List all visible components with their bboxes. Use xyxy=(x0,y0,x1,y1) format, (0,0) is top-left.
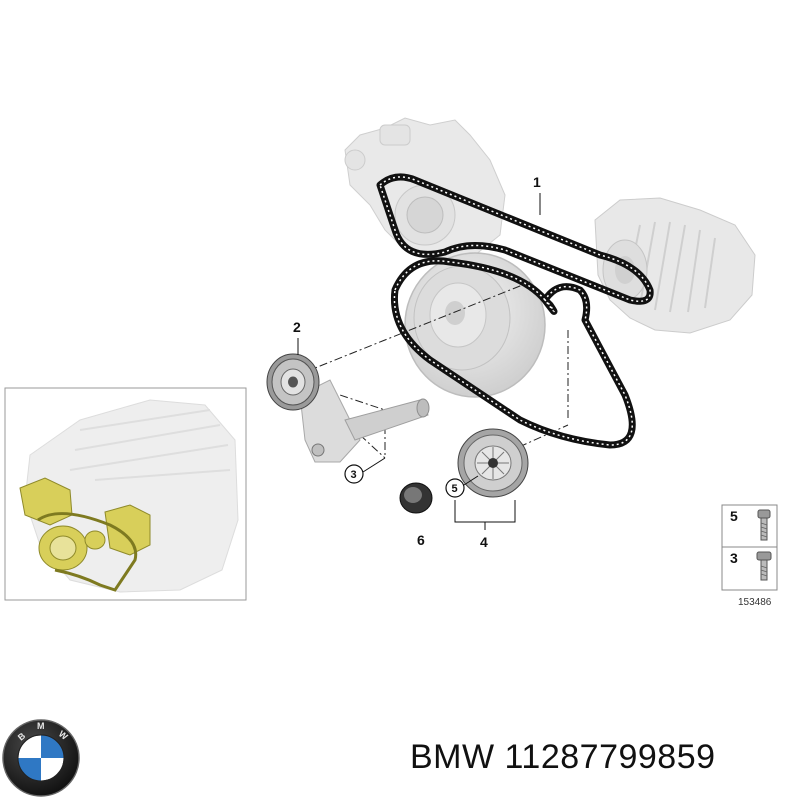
legend-row-5: 5 xyxy=(730,508,738,524)
idler-pulley xyxy=(457,428,529,498)
alternator xyxy=(594,197,756,334)
protective-cap xyxy=(399,482,433,514)
svg-text:5: 5 xyxy=(452,483,458,495)
svg-text:2: 2 xyxy=(293,319,301,335)
callout-3: 3 xyxy=(344,457,386,484)
bolt-legend: 5 3 153486 xyxy=(721,504,778,608)
svg-text:B: B xyxy=(16,730,28,742)
diagram-reference-number: 153486 xyxy=(738,597,772,608)
belt-tensioner xyxy=(266,353,430,463)
callout-5: 5 xyxy=(445,475,479,498)
part-number: 11287799859 xyxy=(504,738,716,776)
bmw-roundel-logo: B M W xyxy=(2,719,80,797)
brand-name: BMW xyxy=(410,738,495,776)
callout-2: 2 xyxy=(293,319,301,355)
svg-text:1: 1 xyxy=(533,174,541,190)
bolt-5-icon xyxy=(757,509,771,541)
assembly-lines xyxy=(289,281,569,461)
bolt-3-icon xyxy=(756,551,772,581)
svg-text:6: 6 xyxy=(417,532,425,548)
drive-belt-outer xyxy=(376,173,654,305)
engine-overview-inset xyxy=(4,387,247,601)
svg-text:3: 3 xyxy=(351,469,357,481)
svg-text:4: 4 xyxy=(480,534,488,550)
power-steering-pump xyxy=(344,117,506,259)
part-title: BMW 11287799859 xyxy=(410,738,790,788)
legend-row-3: 3 xyxy=(730,550,738,566)
callout-6: 6 xyxy=(417,532,425,548)
callout-1: 1 xyxy=(533,174,541,215)
crankshaft-pulley xyxy=(404,252,546,398)
callout-4: 4 xyxy=(480,534,488,550)
svg-text:M: M xyxy=(37,721,45,731)
callout-4-bracket xyxy=(454,500,516,530)
